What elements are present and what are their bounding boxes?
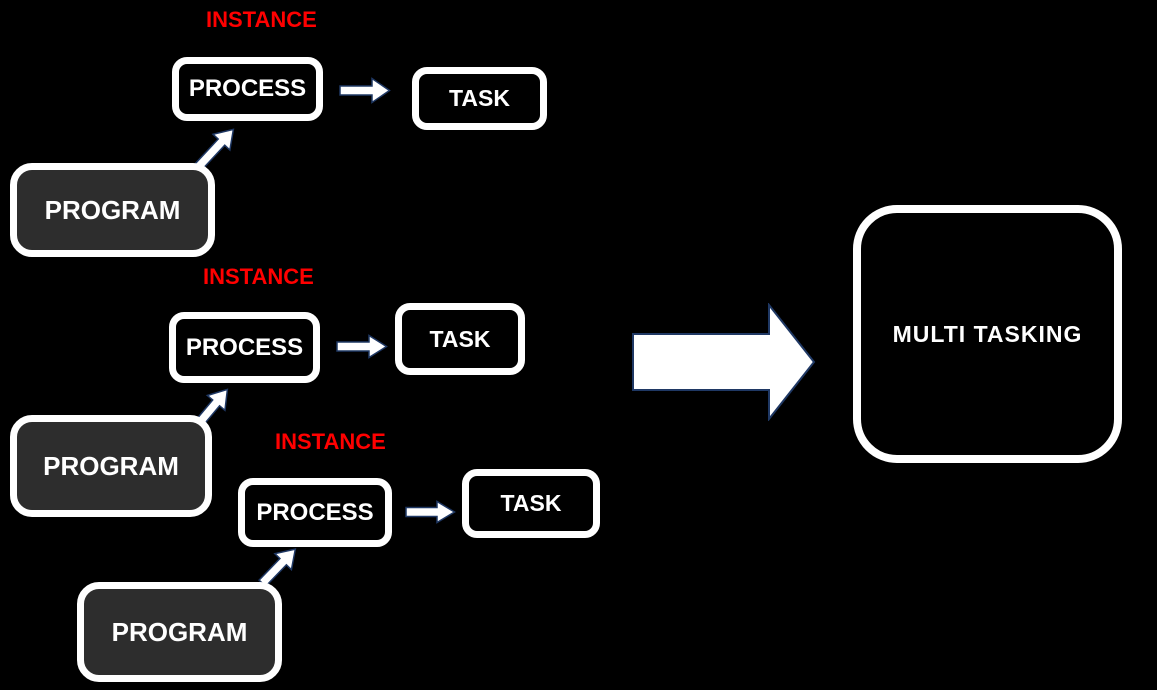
instance-label: INSTANCE <box>203 264 314 289</box>
program-box-label: PROGRAM <box>44 194 181 225</box>
process-box: PROCESS <box>169 312 320 383</box>
task-box-label: TASK <box>429 325 491 352</box>
program-box: PROGRAM <box>10 163 215 257</box>
arrow-right-icon <box>336 334 388 359</box>
arrow-right-icon <box>339 77 391 104</box>
task-box: TASK <box>395 303 525 375</box>
task-box: TASK <box>462 469 600 538</box>
program-box-label: PROGRAM <box>43 450 179 481</box>
process-box: PROCESS <box>238 478 392 547</box>
program-box-label: PROGRAM <box>111 616 248 647</box>
program-box: PROGRAM <box>77 582 282 682</box>
instance-label: INSTANCE <box>275 429 386 454</box>
process-box: PROCESS <box>172 57 323 121</box>
instance-label: INSTANCE <box>206 7 317 32</box>
task-box-label: TASK <box>500 490 562 516</box>
process-box-label: PROCESS <box>188 75 307 102</box>
task-box: TASK <box>412 67 547 130</box>
multitasking-box: MULTI TASKING <box>853 205 1122 463</box>
multitasking-box-label: MULTI TASKING <box>892 320 1083 347</box>
arrow-right-icon <box>405 500 456 524</box>
process-box-label: PROCESS <box>256 498 374 526</box>
task-box-label: TASK <box>449 85 510 111</box>
program-box: PROGRAM <box>10 415 212 517</box>
big-arrow-right-icon <box>632 303 816 421</box>
process-box-label: PROCESS <box>185 333 304 361</box>
arrow-up-right-icon <box>252 539 305 593</box>
